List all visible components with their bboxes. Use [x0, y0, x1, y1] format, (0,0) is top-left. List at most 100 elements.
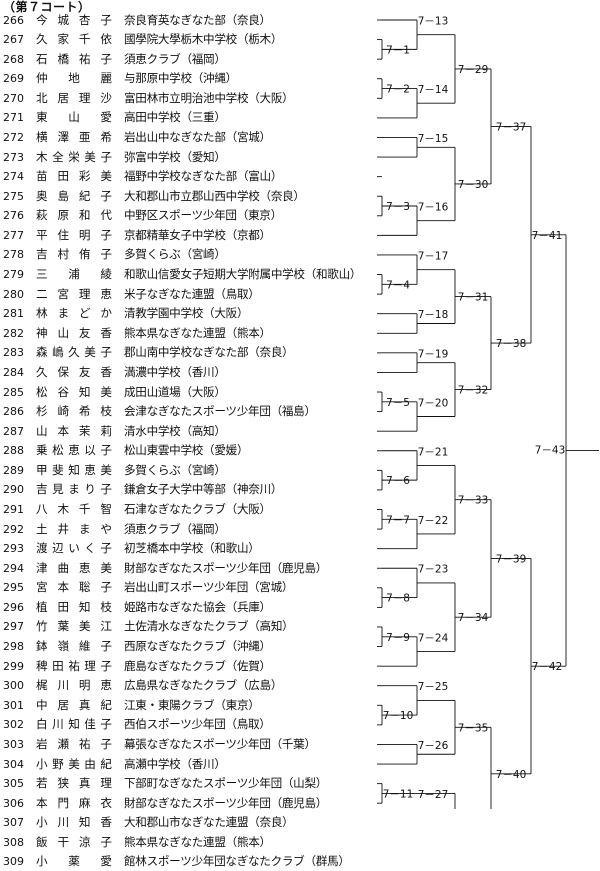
player-team: 館林スポーツ少年団なぎなたクラブ（群馬）: [124, 854, 350, 869]
match-label: 7－6: [386, 475, 410, 487]
player-team: 江東・東陽クラブ（東京）: [124, 697, 260, 712]
player-team: 富田林市立明治池中学校（大阪）: [124, 90, 294, 105]
player-name: 岩瀬祐子: [36, 736, 112, 751]
player-number: 301: [3, 698, 24, 712]
player-name: 神山友香: [36, 325, 112, 340]
player-name: 土井まや: [36, 521, 112, 536]
match-label: 7－34: [458, 612, 489, 624]
match-label: 7－21: [418, 446, 449, 458]
player-number: 303: [3, 737, 24, 751]
player-name: 甲斐知恵美: [36, 462, 112, 477]
player-team: 福野中学校なぎなた部（富山）: [124, 169, 283, 184]
player-team: 満濃中学校（香川）: [124, 364, 226, 379]
player-name: 竹葉美江: [36, 619, 112, 634]
match-label: 7－2: [386, 84, 410, 96]
player-number: 273: [3, 150, 24, 164]
player-team: 土佐清水なぎなたクラブ（高知）: [124, 619, 294, 634]
player-number: 290: [3, 483, 24, 497]
player-number: 288: [3, 444, 24, 458]
match-label: 7－17: [418, 250, 449, 262]
player-number: 297: [3, 620, 24, 634]
player-team: 多賀くらぶ（宮崎）: [124, 247, 226, 262]
player-team: 石津なぎなたクラブ（大阪）: [124, 502, 271, 516]
match-label: 7－14: [418, 84, 449, 96]
match-label: 7－29: [458, 64, 489, 76]
player-name: 白川知佳子: [36, 717, 112, 732]
player-team: 大和郡山市なぎなた連盟（奈良）: [124, 815, 294, 830]
match-label: 7－10: [383, 710, 414, 722]
player-team: 須恵クラブ（福岡）: [124, 521, 226, 536]
player-team: 國學院大學栃木中学校（栃木）: [124, 32, 283, 47]
player-number: 286: [3, 405, 24, 419]
match-label: 7－22: [418, 515, 449, 527]
player-number: 279: [3, 268, 24, 282]
player-number: 293: [3, 542, 24, 556]
player-name: 鉢嶺維子: [36, 639, 112, 654]
player-name: 宮本聡子: [36, 580, 112, 595]
player-team: 会津なぎなたスポーツ少年団（福島）: [124, 404, 316, 419]
player-number: 267: [3, 33, 24, 47]
player-number: 271: [3, 111, 24, 125]
player-number: 305: [3, 777, 24, 791]
player-team: 京都精華女子中学校（京都）: [124, 227, 271, 242]
player-team: 広島県なぎなたクラブ（広島）: [124, 678, 283, 693]
player-number: 268: [3, 52, 24, 66]
player-name: 森嶋久美子: [36, 345, 112, 360]
player-number: 269: [3, 72, 24, 86]
player-name: 平住明子: [36, 227, 112, 242]
player-team: 成田山道場（大阪）: [124, 384, 226, 399]
player-number: 306: [3, 796, 24, 810]
match-label: 7－26: [418, 740, 449, 752]
player-name: 北居理沙: [36, 90, 112, 105]
match-label: 7－19: [418, 348, 449, 360]
match-label: 7－25: [418, 681, 449, 693]
player-team: 岩出山中なぎなた部（宮城）: [124, 129, 271, 144]
player-name: 飯干涼子: [36, 834, 112, 849]
player-name: 渡辺いく子: [36, 541, 112, 556]
player-team: 清教学園中学校（大阪）: [124, 306, 249, 321]
match-label: 7－8: [386, 593, 410, 605]
player-number: 292: [3, 522, 24, 536]
player-name: 今城杏子: [36, 12, 112, 27]
player-team: 熊本県なぎなた連盟（熊本）: [124, 325, 271, 340]
player-name: 津曲恵美: [36, 560, 112, 575]
player-team: 初芝橋本中学校（和歌山）: [124, 541, 260, 556]
match-label: 7－39: [496, 553, 527, 565]
player-team: 和歌山信愛女子短期大学附属中学校（和歌山）: [124, 267, 362, 282]
player-number: 275: [3, 189, 24, 203]
match-label: 7－41: [532, 230, 563, 242]
player-team: 下部町なぎなたスポーツ少年団（山梨）: [124, 776, 328, 791]
player-number: 285: [3, 385, 24, 399]
match-label: 7－35: [458, 722, 489, 734]
player-team: 幕張なぎなたスポーツ少年団（千葉）: [124, 736, 316, 751]
tournament-bracket: 7－17－27－37－47－57－67－77－87－97－107－117－127…: [377, 16, 599, 809]
player-name: 乗松恵以子: [36, 443, 112, 458]
player-name: 二宮理恵: [36, 286, 112, 301]
player-team: 須恵クラブ（福岡）: [124, 51, 226, 66]
player-number: 281: [3, 307, 24, 321]
player-number: 295: [3, 581, 24, 595]
player-number: 294: [3, 561, 24, 575]
match-label: 7－42: [532, 661, 563, 673]
player-name: 梶川明恵: [36, 678, 112, 693]
player-name: 小川知香: [36, 815, 112, 830]
player-number: 309: [3, 855, 24, 869]
player-number: 280: [3, 287, 24, 301]
player-team: 財部なぎなたスポーツ少年団（鹿児島）: [124, 795, 328, 810]
match-label: 7－37: [496, 121, 527, 133]
player-team: 与那原中学校（沖縄）: [124, 71, 237, 86]
player-team: 熊本県なぎなた連盟（熊本）: [124, 834, 271, 849]
match-label: 7－30: [458, 179, 489, 191]
player-team: 米子なぎなた連盟（鳥取）: [124, 286, 260, 301]
player-name: 吉見まり子: [36, 482, 112, 497]
player-name: 小野美由紀: [36, 756, 112, 771]
player-team: 西原なぎなたクラブ（沖縄）: [124, 639, 271, 654]
player-number: 283: [3, 346, 24, 360]
player-number: 274: [3, 170, 24, 184]
match-label: 7－13: [418, 16, 449, 28]
court-title: （第７コート）: [3, 0, 91, 14]
player-name: 松谷知美: [36, 384, 112, 399]
player-team: 姫路市なぎなた協会（兵庫）: [124, 599, 271, 614]
player-name: 若狭真理: [36, 776, 112, 791]
player-team: 中野区スポーツ少年団（東京）: [124, 208, 282, 223]
